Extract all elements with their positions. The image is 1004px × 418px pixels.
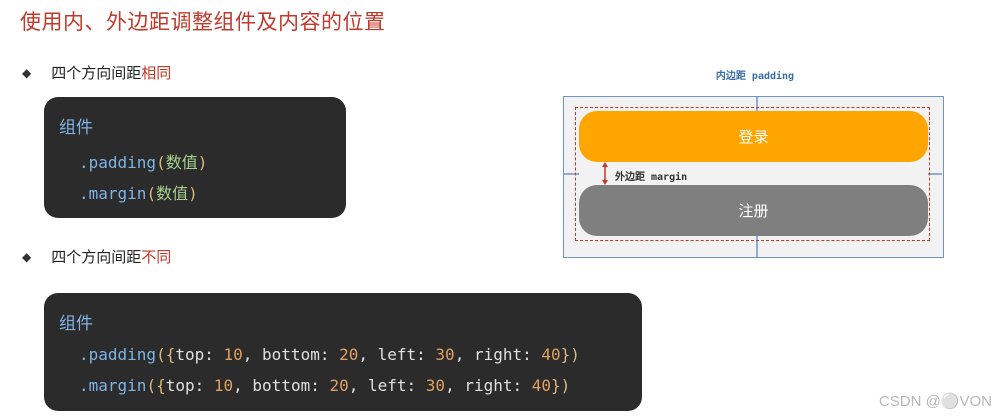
login-button[interactable]: 登录 xyxy=(579,111,928,162)
code-punc: ( xyxy=(146,184,157,203)
code-num: 40 xyxy=(531,376,552,395)
code-key: bottom xyxy=(252,376,311,395)
code-punc: ) xyxy=(188,184,198,203)
code-block-same: 组件 .padding(数值) .margin(数值) xyxy=(44,97,346,218)
margin-arrow-up-icon xyxy=(602,162,608,167)
diamond-bullet-icon: ◆ xyxy=(22,249,32,264)
bullet-label: 四个方向间距 xyxy=(51,64,142,82)
code-punc: ({ xyxy=(146,376,166,395)
code-num: 30 xyxy=(435,345,455,364)
code-key: bottom xyxy=(262,345,320,364)
code-line-margin: .margin(数值) xyxy=(79,180,198,204)
code-key: left xyxy=(368,376,407,395)
code-line-padding: .padding(数值) xyxy=(79,149,207,173)
code-punc: }) xyxy=(560,345,580,364)
code-num: 20 xyxy=(339,345,359,364)
code-num: 20 xyxy=(329,376,349,395)
code-component: 组件 xyxy=(59,314,93,334)
code-punc: ({ xyxy=(156,345,176,364)
code-block-different: 组件 .padding({top: 10, bottom: 20, left: … xyxy=(44,293,642,411)
margin-arrow-down-icon xyxy=(602,180,608,185)
code-method: .margin xyxy=(79,376,147,395)
code-key: top xyxy=(175,345,205,364)
code-punc: ) xyxy=(197,153,208,172)
code-line-margin: .margin({top: 10, bottom: 20, left: 30, … xyxy=(79,376,571,395)
code-method: .margin xyxy=(79,184,147,203)
code-arg: 数值 xyxy=(165,153,198,172)
code-method: .padding xyxy=(79,345,157,364)
register-button[interactable]: 注册 xyxy=(579,185,928,236)
code-num: 10 xyxy=(213,376,234,395)
code-key: top xyxy=(165,376,195,395)
code-punc: }) xyxy=(551,376,571,395)
margin-label: 外边距 margin xyxy=(615,172,688,183)
bullet-same-spacing: ◆ 四个方向间距相同 xyxy=(22,62,171,83)
diagram-guides xyxy=(564,96,942,257)
code-num: 40 xyxy=(541,345,561,364)
code-arg: 数值 xyxy=(156,184,189,203)
bullet-highlight: 不同 xyxy=(141,248,172,266)
bullet-highlight: 相同 xyxy=(141,64,172,82)
padding-label: 内边距 padding xyxy=(715,71,795,82)
padding-margin-diagram: 内边距 padding 登录 外边距 margin 注册 xyxy=(560,60,950,265)
code-punc: ( xyxy=(156,153,166,172)
watermark: CSDN @⚪VON xyxy=(878,393,992,410)
code-key: right xyxy=(473,345,523,364)
code-component: 组件 xyxy=(59,118,93,138)
code-key: right xyxy=(464,376,513,395)
code-key: left xyxy=(377,345,417,364)
code-method: .padding xyxy=(79,153,157,172)
code-num: 30 xyxy=(425,376,446,395)
bullet-different-spacing: ◆ 四个方向间距不同 xyxy=(22,246,171,267)
code-line-padding: .padding({top: 10, bottom: 20, left: 30,… xyxy=(79,345,580,364)
code-num: 10 xyxy=(223,345,243,364)
slide-title: 使用内、外边距调整组件及内容的位置 xyxy=(20,10,386,34)
content-dotted-box xyxy=(575,107,930,241)
bullet-label: 四个方向间距 xyxy=(51,248,142,266)
diamond-bullet-icon: ◆ xyxy=(22,65,32,80)
